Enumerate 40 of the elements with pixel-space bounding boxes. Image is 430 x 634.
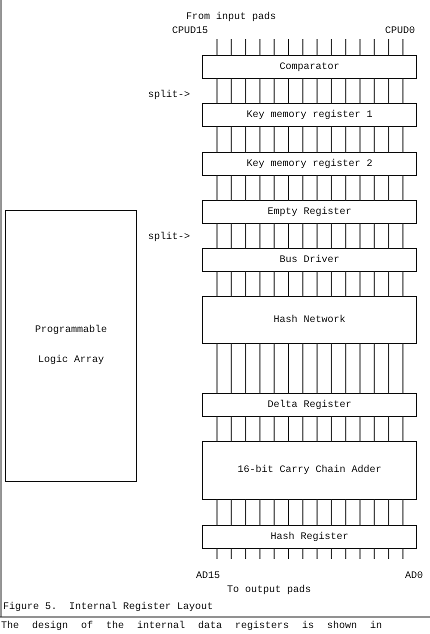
register-label: Bus Driver [279,254,340,266]
figure-caption: Figure 5. Internal Register Layout [3,602,214,613]
register-label: Hash Register [270,532,348,542]
io-label: From input pads [186,12,276,23]
bus-lines [216,344,404,394]
register-label: Hash Network [273,314,346,326]
register-box [202,525,417,549]
signal-name: AD0 [405,571,424,582]
bus-lines [216,176,404,200]
register-box [202,152,417,176]
register-label: Key memory register 2 [246,158,373,170]
register-box [202,103,417,127]
bus-lines [216,126,404,152]
register-label: Delta Register [267,400,352,410]
bus-lines [216,548,404,560]
register-box [202,248,417,272]
register-label: Key memory register 1 [246,110,373,120]
signal-name: CPUD0 [385,26,416,37]
register-label: Empty Register [267,206,352,218]
register-label: Comparator [279,62,340,72]
logic-array-box [5,210,137,482]
signal-name: AD15 [196,571,220,582]
register-box [202,55,417,79]
split-label: split-> [148,90,190,101]
register-box [202,200,417,224]
bus-lines [216,78,404,104]
signal-name: CPUD15 [172,26,208,37]
register-label: 16-bit Carry Chain Adder [237,465,382,476]
bus-lines [216,500,404,526]
split-label: split-> [148,232,190,243]
bus-lines [216,224,404,248]
register-box [202,296,417,344]
register-box [202,393,417,417]
bus-lines [216,38,404,56]
array-label: Programmable Logic Array [34,324,108,368]
body-text: The design of the internal data registers is shown in [1,621,382,632]
bus-lines [216,416,404,442]
register-box [202,441,417,500]
bus-lines [216,272,404,296]
io-label: To output pads [227,585,312,596]
